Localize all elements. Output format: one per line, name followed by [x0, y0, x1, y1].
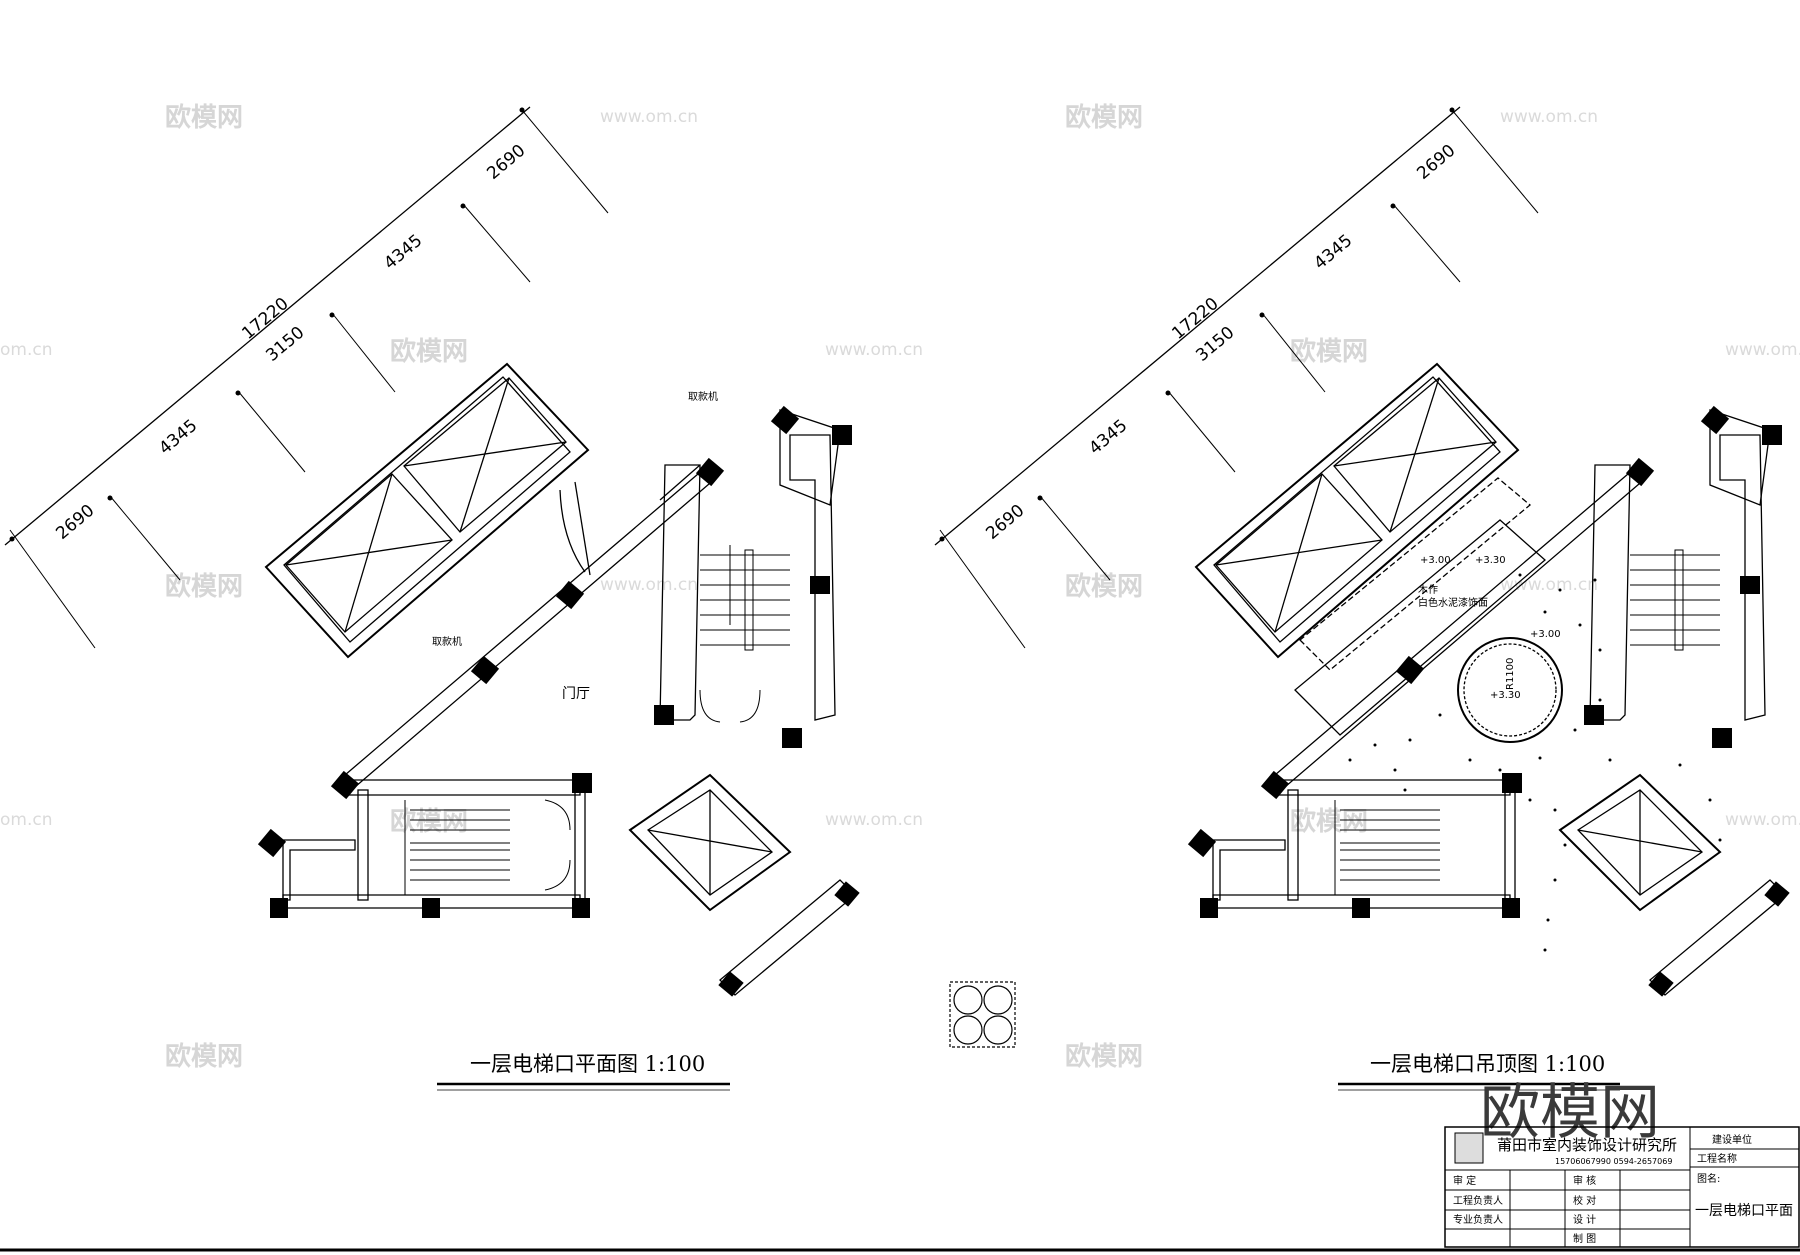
- row-left: 审 定: [1453, 1174, 1476, 1187]
- lobby-label: 门厅: [562, 686, 590, 702]
- row-mid: 制 图: [1573, 1232, 1596, 1245]
- company-contact: 15706067990 0594-2657069: [1555, 1157, 1672, 1166]
- watermark-brand: 欧模网: [390, 336, 468, 367]
- dimension-label: 4345: [1085, 416, 1131, 459]
- company-name: 莆田市室内装饰设计研究所: [1497, 1136, 1677, 1154]
- stair-wall: [779, 409, 841, 506]
- level-label: +3.00: [1420, 555, 1451, 566]
- watermark-url: www.om.cn: [600, 107, 698, 127]
- watermark-brand: 欧模网: [1290, 806, 1368, 837]
- card-reader-label: 取款机: [688, 390, 718, 403]
- row-mid: 审 核: [1573, 1174, 1596, 1187]
- watermark-brand-large: 欧模网: [1480, 1078, 1660, 1148]
- drawing-title: 一层电梯口吊顶图 1:100: [1370, 1052, 1605, 1076]
- drawing-title: 一层电梯口平面图 1:100: [470, 1052, 705, 1076]
- dimension-label: 4345: [155, 416, 201, 459]
- diagonal-wall: [344, 467, 717, 788]
- watermark-brand: 欧模网: [1065, 571, 1143, 602]
- watermark-url: www.om.cn: [1500, 107, 1598, 127]
- material-note: 白色水泥漆饰面: [1418, 596, 1488, 609]
- plan-drawing-left: 2690 4345 17220 3150 4345 2690: [4, 106, 860, 1091]
- drawing-name-value: 一层电梯口平面: [1695, 1203, 1793, 1219]
- watermark-url: www.om.cn: [1725, 810, 1800, 830]
- watermarks: 欧模网 www.om.cn 欧模网 www.om.cn om.cn 欧模网 ww…: [0, 102, 1800, 1072]
- watermark-brand: 欧模网: [165, 571, 243, 602]
- drawing-name-label: 图名:: [1697, 1172, 1720, 1185]
- elevator-shaft-inner: [283, 376, 571, 643]
- elevator-shaft: [264, 362, 590, 659]
- watermark-brand: 欧模网: [390, 806, 468, 837]
- dimension-label: 3150: [262, 323, 308, 366]
- stair-wall: [659, 464, 701, 721]
- watermark-url: www.om.cn: [600, 575, 698, 595]
- dimension-label: 2690: [483, 141, 529, 184]
- dimension-label: 2690: [1413, 141, 1459, 184]
- build-unit-label: 建设单位: [1712, 1133, 1752, 1146]
- watermark-url: www.om.cn: [825, 340, 923, 360]
- row-mid: 校 对: [1573, 1194, 1596, 1207]
- material-note: 木作: [1418, 584, 1438, 596]
- row-left: 专业负责人: [1453, 1213, 1503, 1226]
- title-block: 莆田市室内装饰设计研究所 15706067990 0594-2657069 建设…: [0, 1126, 1800, 1252]
- diagonal-wall: [719, 879, 856, 996]
- watermark-brand: 欧模网: [1065, 1041, 1143, 1072]
- level-label: +3.30: [1490, 690, 1521, 701]
- dimension-line: [4, 106, 531, 546]
- watermark-brand: 欧模网: [1065, 102, 1143, 133]
- column-diamond: [628, 773, 792, 912]
- level-label: +3.30: [1475, 555, 1506, 566]
- radius-label: R1100: [1505, 658, 1516, 690]
- watermark-brand: 欧模网: [165, 102, 243, 133]
- row-mid: 设 计: [1573, 1213, 1596, 1226]
- ceiling-drawing-right: 2690 4345 17220 3150 4345 2690: [934, 106, 1790, 1091]
- dimension-label: 4345: [1310, 231, 1356, 274]
- row-left: 工程负责人: [1453, 1194, 1503, 1207]
- watermark-url: om.cn: [0, 810, 53, 830]
- north-symbol: [949, 981, 1016, 1048]
- watermark-url: www.om.cn: [1725, 340, 1800, 360]
- stair-wall: [789, 434, 836, 721]
- elevator-shaft: [1194, 362, 1520, 659]
- dimension-label: 4345: [380, 231, 426, 274]
- dimension-label: 2690: [982, 501, 1028, 544]
- watermark-brand: 欧模网: [165, 1041, 243, 1072]
- watermark-brand: 欧模网: [1290, 336, 1368, 367]
- door-swing: [559, 489, 586, 573]
- watermark-url: om.cn: [0, 340, 53, 360]
- dimension-label: 2690: [52, 501, 98, 544]
- watermark-url: www.om.cn: [1500, 575, 1598, 595]
- card-reader-label: 取款机: [432, 635, 462, 648]
- dimension-line: [934, 106, 1461, 546]
- project-name-label: 工程名称: [1697, 1152, 1737, 1165]
- dimension-label: 3150: [1192, 323, 1238, 366]
- level-label: +3.00: [1530, 629, 1561, 640]
- watermark-url: www.om.cn: [825, 810, 923, 830]
